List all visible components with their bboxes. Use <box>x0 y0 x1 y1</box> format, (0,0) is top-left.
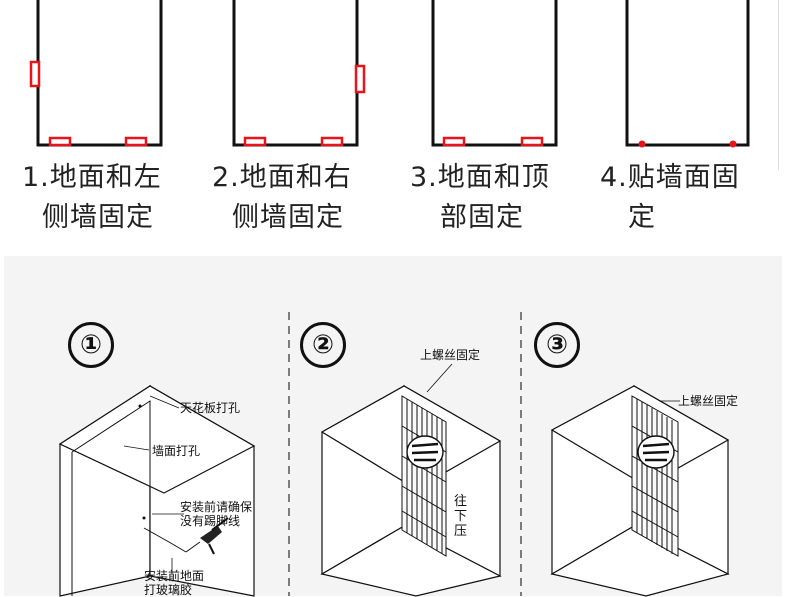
fixing-bracket <box>320 136 344 147</box>
screw-fix-note: 上螺丝固定 <box>678 394 739 408</box>
method-4-caption: 4.贴墙面固 定 <box>600 158 770 238</box>
fixing-bracket <box>243 136 267 147</box>
method-2-diagram <box>232 0 366 147</box>
right-edge-line <box>778 0 779 170</box>
fixing-point <box>729 140 737 148</box>
floor-glue-note-line: 安装前地面 <box>144 569 205 583</box>
installation-steps-panel: ① 天花板打孔 墙面打孔 安装前请确保 没有踢脚线 安装前地面 打玻璃胶 <box>4 256 782 597</box>
method-3-caption: 3.地面和顶 部固定 <box>410 158 580 238</box>
caption-line: 侧墙固定 <box>42 202 154 233</box>
method-1-caption: 1.地面和左 侧墙固定 <box>22 158 192 238</box>
step-2-number: ② <box>300 322 346 368</box>
caption-line: 定 <box>628 202 656 233</box>
mesh-panel <box>631 395 679 557</box>
fixing-bracket <box>354 64 366 94</box>
fixing-bracket <box>124 136 148 147</box>
method-1-diagram <box>29 0 163 147</box>
caption-line: 侧墙固定 <box>232 202 344 233</box>
step-2-diagram <box>320 363 502 597</box>
fixing-point <box>638 140 646 148</box>
press-down-note: 往下压 <box>454 494 468 539</box>
caption-line: 2.地面和右 <box>212 162 352 193</box>
baseboard-note-line: 安装前请确保 <box>180 500 253 514</box>
baseboard-note: 安装前请确保 没有踢脚线 <box>180 500 252 528</box>
frame-outline <box>431 0 558 147</box>
wall-drill-note: 墙面打孔 <box>152 444 201 458</box>
caption-line: 部固定 <box>440 202 524 233</box>
floor-glue-note-line: 打玻璃胶 <box>144 583 193 597</box>
caption-line: 3.地面和顶 <box>410 162 550 193</box>
fixing-bracket <box>48 136 72 147</box>
screw-fix-note: 上螺丝固定 <box>420 348 481 362</box>
caption-line: 4.贴墙面固 <box>600 162 740 193</box>
floor-glue-note: 安装前地面 打玻璃胶 <box>144 569 204 597</box>
method-3-diagram <box>431 0 558 147</box>
step-1-number: ① <box>68 322 114 368</box>
step-3-number: ③ <box>534 322 580 368</box>
method-4-diagram <box>625 0 750 148</box>
fixing-methods-strip: 1.地面和左 侧墙固定 2.地面和右 侧墙固定 3.地面和顶 部固定 4.贴墙面… <box>0 0 786 240</box>
frame-outline <box>232 0 359 147</box>
method-2-caption: 2.地面和右 侧墙固定 <box>212 158 382 238</box>
fixing-bracket <box>442 136 466 147</box>
caption-line: 1.地面和左 <box>22 162 162 193</box>
fixing-bracket <box>29 60 41 88</box>
baseboard-note-line: 没有踢脚线 <box>180 514 241 528</box>
step-dividers <box>288 312 522 596</box>
frame-outline <box>625 0 750 147</box>
ceiling-drill-note: 天花板打孔 <box>180 401 241 415</box>
step-1-diagram <box>58 384 256 597</box>
step-3-diagram <box>550 384 730 597</box>
frame-outline <box>36 0 163 147</box>
fixing-bracket <box>520 136 544 147</box>
